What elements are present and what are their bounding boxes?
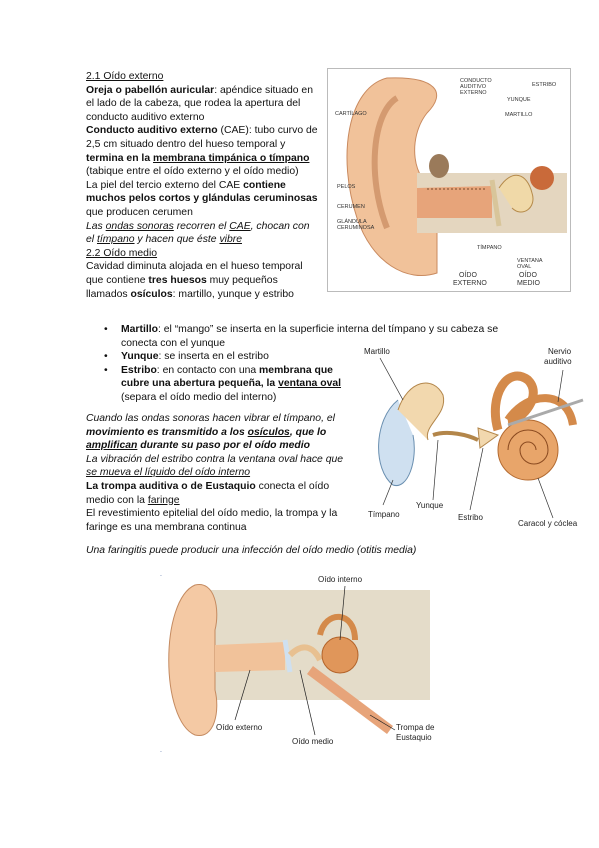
label-medio: Oído medio [292,737,334,746]
stapes-shape [477,427,500,449]
cavity-paragraph: Cavidad diminuta alojada en el hueso tem… [86,261,303,300]
label-ventana-2: OVAL [517,264,531,270]
label-nervio-1: Nervio [548,347,572,356]
ossicles-figure: Martillo Nervio auditivo Tímpano Yunque … [364,347,584,528]
pinna-shape [168,584,218,736]
label-martillo: MARTILLO [505,112,533,118]
bullet-mark: . [160,571,162,578]
leader-martillo [379,357,404,401]
label-glandula-1: GLÁNDULA [337,218,367,225]
leader-externo [234,669,251,721]
auditory-nerve [507,398,584,427]
leader-nervio [557,369,564,403]
skin-paragraph: La piel del tercio externo del CAE conti… [86,179,318,218]
semicircular-canal-2 [504,394,577,426]
leader-timpano [382,479,394,506]
ear-canal [215,642,285,672]
middle-ear-text: Cuando las ondas sonoras hacen vibrar el… [86,412,351,534]
cochlea-shape [530,166,554,190]
label-trompa-1: Trompa de [396,723,435,732]
label-oido-externo-2: EXTERNO [453,280,487,287]
pinna-shape [346,77,438,277]
tympanum-shape [489,179,502,227]
leader-estribo [469,447,484,511]
label-trompa-2: Eustaquio [396,733,432,742]
leader-interno [339,585,346,641]
list-item: Yunque: se inserta en el estribo [86,350,351,364]
otitis-note: Una faringitis puede producir una infecc… [86,545,417,556]
label-oido-medio-1: OÍDO [519,270,537,279]
label-oido-externo-1: OÍDO [459,270,477,279]
leader-medio [299,669,316,736]
stirrup-paragraph: La vibración del estribo contra la venta… [86,453,344,479]
label-yunque: Yunque [416,501,444,510]
heading-middle-ear: 2.2 Oído medio [86,247,158,259]
section-outer-ear: 2.1 Oído externo Oreja o pabellón auricu… [86,70,318,301]
lining-paragraph: El revestimiento epitelial del oído medi… [86,508,338,533]
pinna-paragraph: Oreja o pabellón auricular: apéndice sit… [86,84,313,123]
label-estribo: ESTRIBO [532,82,557,88]
bullet-mark-2: . [160,747,162,754]
cochlea-spiral [507,429,549,465]
canal-paragraph: Conducto auditivo externo (CAE): tubo cu… [86,125,318,178]
heading-outer-ear: 2.1 Oído externo [86,71,164,82]
list-item: Estribo: en contacto con una membrana qu… [86,364,353,405]
ossicles-shape [287,644,323,662]
hammer-shape [397,382,445,441]
outer-ear-figure: CONDUCTO AUDITIVO EXTERNO ESTRIBO YUNQUE… [327,68,571,292]
label-timpano: Tímpano [368,510,400,519]
ossicle-list: Martillo: el “mango” se inserta en la su… [86,323,526,405]
label-timpano: TÍMPANO [477,244,502,251]
label-conducto-2: AUDITIVO [460,84,487,90]
label-martillo: Martillo [364,347,390,356]
waves-paragraph: Las ondas sonoras recorren el CAE, choca… [86,220,310,246]
ossicles-shape [498,175,534,213]
label-externo: Oído externo [216,723,263,732]
cochlea-shape [321,636,359,674]
incus-shape [432,430,479,442]
label-pelos: PELOS [337,184,356,190]
leader-trompa [369,714,396,731]
label-cerumen: CERUMEN [337,204,365,210]
label-nervio-2: auditivo [544,357,572,366]
semicircular-canal [317,613,358,641]
label-ventana-1: VENTANA [517,258,543,264]
label-cartilago: CARTÍLAGO [335,110,367,117]
eustachian-tube [307,666,393,734]
label-conducto-1: CONDUCTO [460,78,492,84]
label-conducto-3: EXTERNO [460,90,487,96]
tympanum-membrane [378,399,415,486]
cochlea-body [497,419,559,481]
semicircular-canal [490,371,538,432]
leader-caracol [537,477,554,519]
label-estribo: Estribo [458,513,483,522]
label-oido-medio-2: MEDIO [517,280,541,287]
ear-overview-figure: . Oído interno Oído externo Oído medio T… [160,571,435,754]
list-item: Martillo: el “mango” se inserta en la su… [86,323,521,350]
gland-detail [429,154,449,178]
tympanum-shape [282,639,293,673]
leader-yunque [432,439,439,501]
label-caracol: Caracol y cóclea [518,519,578,528]
label-interno: Oído interno [318,575,363,584]
trompa-paragraph: La trompa auditiva o de Eustaquio conect… [86,480,330,506]
label-glandula-2: CERUMINOSA [337,225,375,231]
vibration-paragraph: Cuando las ondas sonoras hacen vibrar el… [86,413,335,452]
ear-canal [417,186,492,218]
pinna-fold [371,95,399,230]
label-yunque: YUNQUE [507,97,531,103]
